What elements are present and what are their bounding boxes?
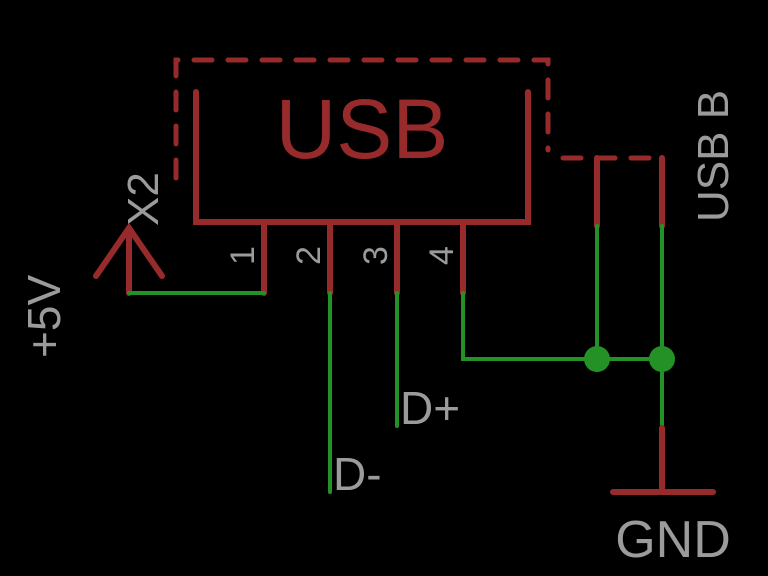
dplus-label: D+ xyxy=(400,382,460,434)
junction-dot xyxy=(584,346,610,372)
vcc-supply-symbol[interactable] xyxy=(93,222,165,296)
pin-4-number: 4 xyxy=(423,246,461,265)
part-reference-label: X2 xyxy=(119,172,168,226)
pin-2-number: 2 xyxy=(290,246,328,265)
connector-body-label: USB xyxy=(276,82,449,176)
gnd-label: GND xyxy=(615,511,731,569)
junction-dot xyxy=(649,346,675,372)
connector-shield-outline xyxy=(173,57,665,181)
dminus-label: D- xyxy=(333,448,382,500)
pin-1-number: 1 xyxy=(224,246,262,265)
pin-3-number: 3 xyxy=(357,246,395,265)
pin-numbers: 1 2 3 4 xyxy=(224,246,461,265)
net-gnd-wire[interactable] xyxy=(461,291,664,361)
connector-body[interactable] xyxy=(193,89,531,225)
vcc-label: +5V xyxy=(18,275,70,358)
pin-stubs xyxy=(261,155,665,296)
part-value-label: USB B xyxy=(689,90,738,222)
gnd-supply-symbol[interactable] xyxy=(610,425,716,495)
nets xyxy=(127,224,675,494)
